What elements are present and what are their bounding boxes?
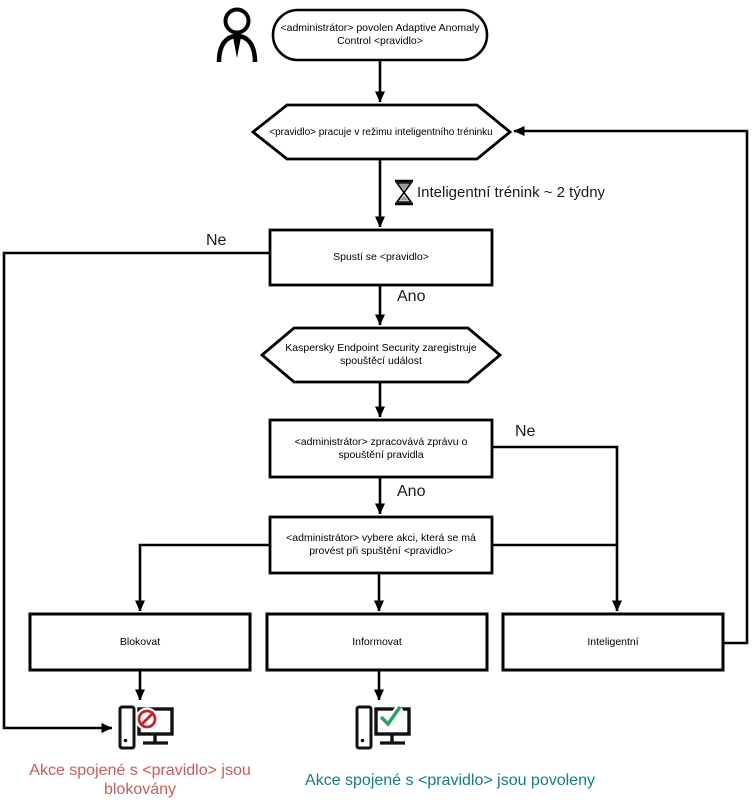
flow-connectors [2,61,749,733]
outcome-allowed-label: Akce spojené s <pravidlo> jsou povoleny [305,772,595,789]
action-inform-label: Informovat [352,635,402,648]
start-oval [271,8,489,62]
training-duration-note: Inteligentní trénink ~ 2 týdny [417,184,606,201]
start-oval-label: <administrátor> povolen Adaptive Anomaly… [280,22,480,47]
computer-blocked-icon [118,705,174,750]
action-smart-label: Inteligentní [587,635,639,648]
admin-select-action-label: <administrátor> vybere akci, která se má… [286,532,476,557]
edge-ne-to-smart [492,445,622,612]
action-block-label: Blokovat [119,635,161,648]
edge-ne-to-blocked-icon [2,251,270,733]
edge-label-ano-bottom: Ano [397,483,426,500]
edge-label-ano-top: Ano [397,288,426,305]
edge-smart-loop-to-training [513,126,749,645]
rule-triggered-label: Spustí se <pravidlo> [333,251,429,263]
checkmark-icon [379,706,402,727]
action-smart-rect [501,612,725,672]
training-hexagon-label: <pravidlo> pracuje v režimu inteligentní… [269,126,493,138]
action-block-rect [28,612,252,672]
edge-label-ne-right: Ne [515,423,536,440]
hourglass-icon [395,179,413,206]
kes-registers-label: Kaspersky Endpoint Security zaregistruje… [285,342,477,367]
person-icon [216,7,258,63]
admin-report-rect [268,418,494,479]
kes-registers-hexagon [259,326,503,384]
rule-triggered-rect [268,228,494,287]
training-hexagon [250,103,513,161]
outcome-blocked-label: Akce spojené s <pravidlo> jsou blokovány [29,762,251,798]
admin-select-action-rect [268,515,494,575]
admin-report-label: <administrátor> zpracovává zprávu o spou… [294,435,468,461]
action-inform-rect [265,612,489,672]
edge-select-to-block [135,543,270,612]
edge-label-ne-top: Ne [206,232,227,249]
computer-allowed-icon [355,704,411,750]
